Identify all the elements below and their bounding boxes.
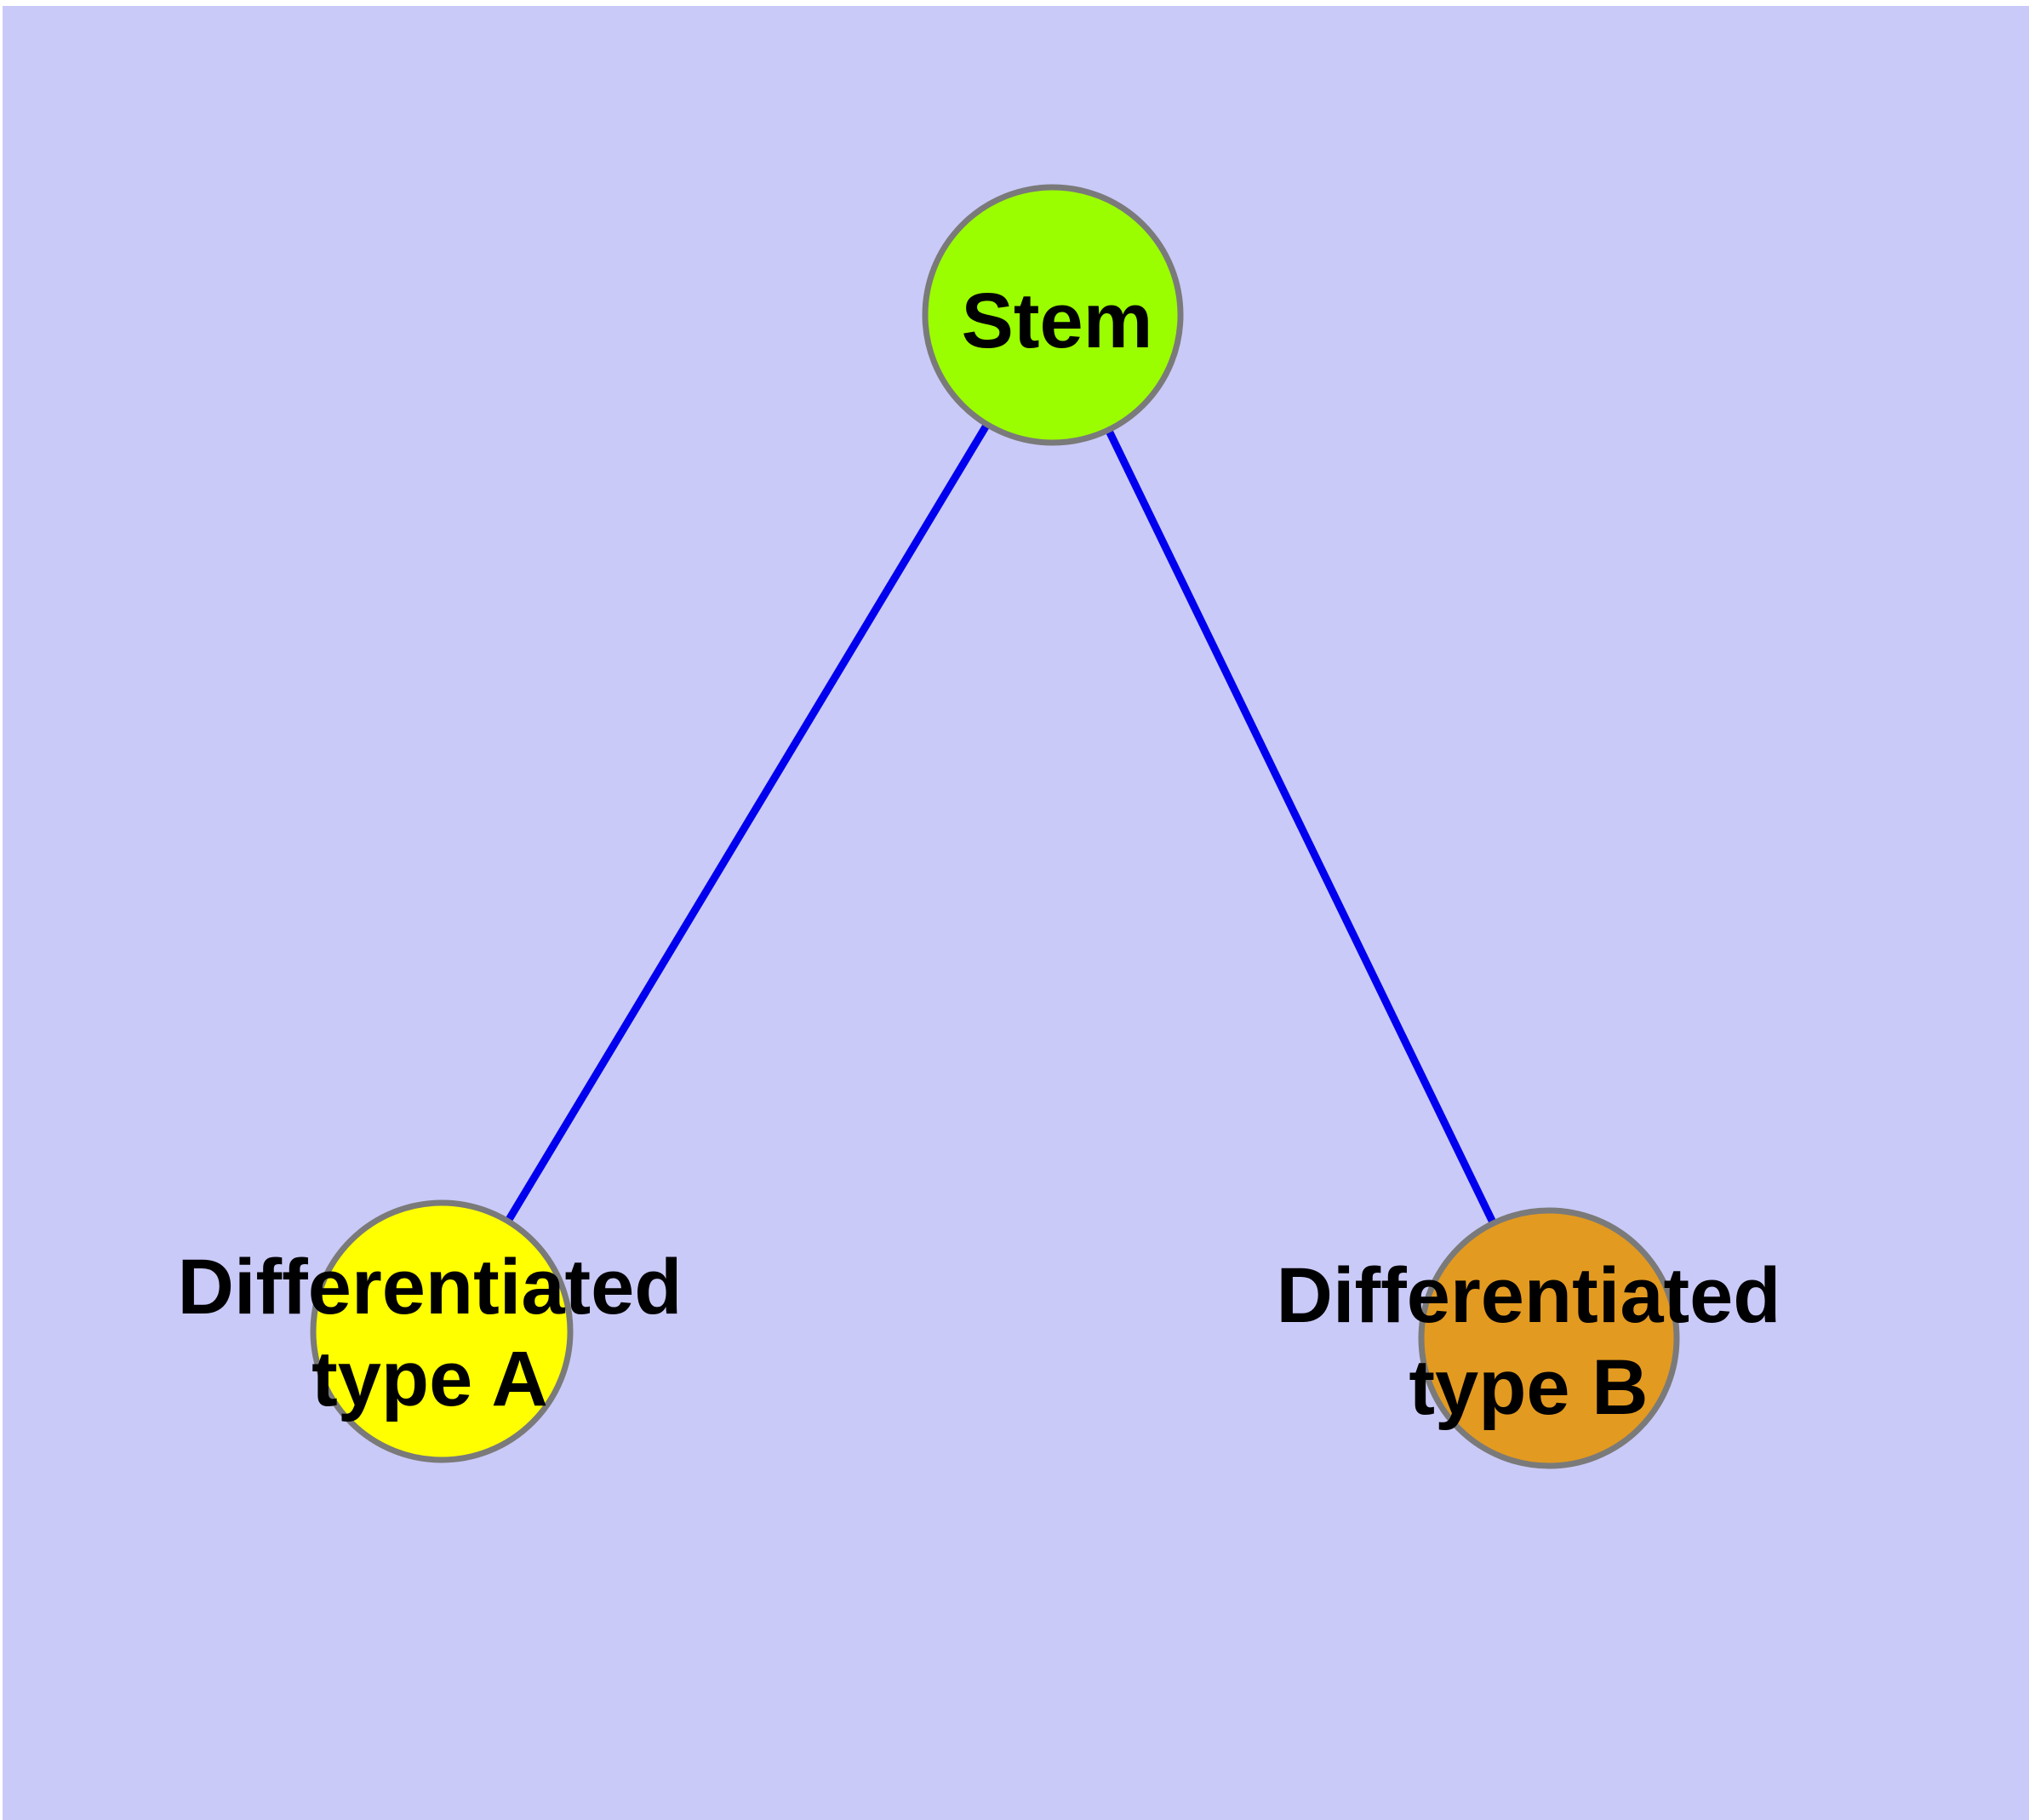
differentiated-type-b-node-label: Differentiated type B — [1276, 1252, 1781, 1431]
stem-node — [922, 184, 1184, 446]
edge-stem-to-type-b — [1049, 313, 1553, 1340]
edge-stem-to-type-a — [438, 312, 1056, 1334]
differentiated-type-a-node-label: Differentiated type A — [177, 1244, 683, 1422]
differentiated-type-a-node — [310, 1199, 574, 1463]
stem-node-label: Stem — [961, 278, 1153, 364]
differentiated-type-b-node — [1418, 1207, 1680, 1469]
